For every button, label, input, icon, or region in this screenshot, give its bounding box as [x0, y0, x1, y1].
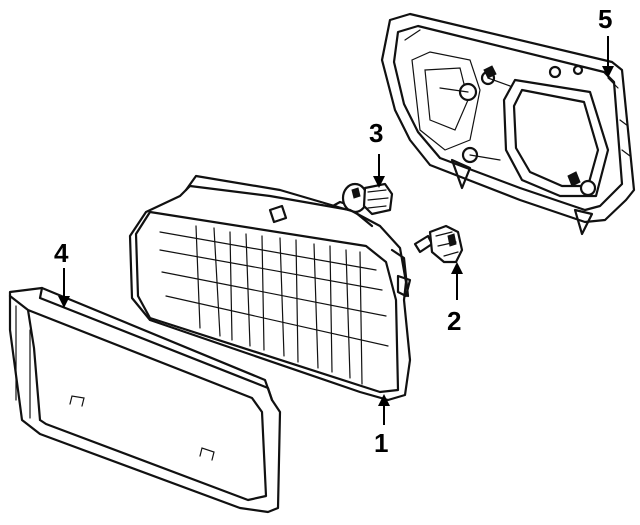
callout-label: 5: [598, 4, 612, 34]
callout-5: 5: [598, 4, 614, 78]
bulb: [413, 224, 464, 264]
callout-label: 4: [54, 238, 69, 268]
headlamp-housing: [380, 12, 636, 236]
callout-label: 3: [369, 118, 383, 148]
callout-label: 2: [447, 306, 461, 336]
callout-1: 1: [374, 394, 390, 458]
headlamp-bezel: [8, 286, 282, 514]
callout-label: 1: [374, 428, 388, 458]
callout-4: 4: [54, 238, 70, 308]
callout-2: 2: [447, 262, 463, 336]
headlamp-lens-assembly: [128, 174, 412, 402]
callout-3: 3: [369, 118, 385, 188]
